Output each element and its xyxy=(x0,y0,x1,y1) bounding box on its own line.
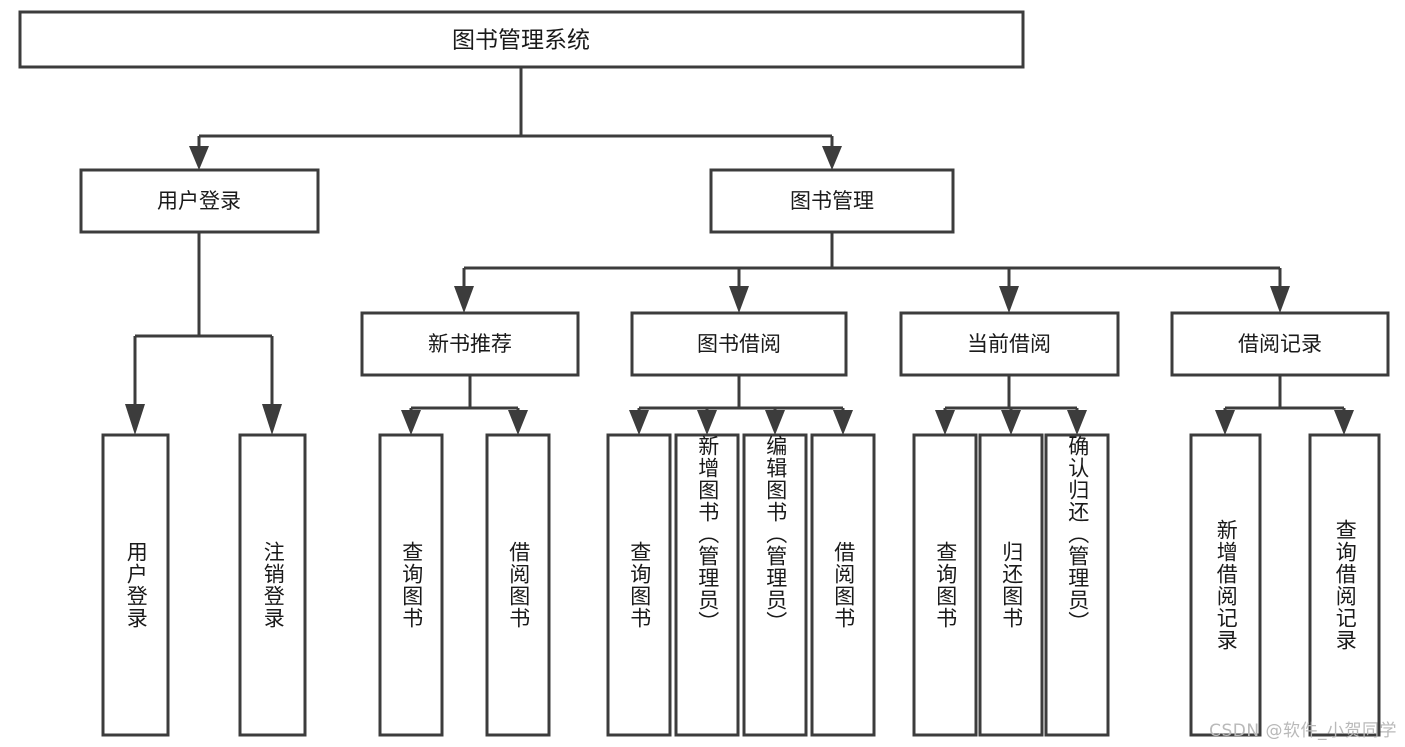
node-borrow-record[interactable]: 借阅记录 xyxy=(1170,311,1390,377)
arrow-cb-leaf-2 xyxy=(1067,410,1087,435)
node-current-borrow[interactable]: 当前借阅 xyxy=(899,311,1120,377)
arrow-nbr-leaf-0 xyxy=(401,410,421,435)
root-box-label: 图书管理系统 xyxy=(452,28,590,54)
leaf-box-user-login[interactable] xyxy=(101,433,170,737)
book-borrow-box-rect xyxy=(630,311,848,377)
arrow-to-new-book-recommend xyxy=(454,286,474,313)
arrow-br-leaf-1 xyxy=(1334,410,1354,435)
book-borrow-box-label: 图书借阅 xyxy=(697,332,781,356)
node-new-book-recommend[interactable]: 新书推荐 xyxy=(360,311,580,377)
leaf-box-logout[interactable] xyxy=(238,433,307,737)
root-box-rect xyxy=(18,10,1025,69)
connector-book-borrow-to-leaves xyxy=(629,375,853,435)
arrow-br-leaf-0 xyxy=(1215,410,1235,435)
arrow-to-book-manage xyxy=(822,146,842,170)
book-manage-box-rect xyxy=(709,168,955,234)
leaf-box-nbr-query-book[interactable] xyxy=(378,433,444,737)
user-login-box-label: 用户登录 xyxy=(157,189,241,213)
current-borrow-box-rect xyxy=(899,311,1120,377)
arrow-bb-leaf-1 xyxy=(697,410,717,435)
leaf-box-br-query-record[interactable] xyxy=(1308,433,1381,737)
leaf-box-cb-return-book[interactable] xyxy=(978,433,1044,737)
node-root-system[interactable]: 图书管理系统 xyxy=(18,10,1025,69)
arrow-to-book-borrow xyxy=(729,286,749,313)
csdn-watermark: CSDN @软件_小贺同学 xyxy=(1209,721,1397,741)
book-manage-box-label: 图书管理 xyxy=(790,189,874,213)
arrow-bb-leaf-0 xyxy=(629,410,649,435)
leaf-box-nbr-borrow-book[interactable] xyxy=(485,433,551,737)
leaf-box-bb-add-book[interactable] xyxy=(674,433,740,737)
arrow-bb-leaf-3 xyxy=(833,410,853,435)
new-book-recommend-box-rect xyxy=(360,311,580,377)
arrow-bb-leaf-2 xyxy=(765,410,785,435)
arrow-to-leaf-logout xyxy=(262,404,282,435)
leaf-box-bb-query-book[interactable] xyxy=(606,433,672,737)
node-user-login[interactable]: 用户登录 xyxy=(79,168,320,234)
borrow-record-box-label: 借阅记录 xyxy=(1238,332,1322,356)
node-book-borrow[interactable]: 图书借阅 xyxy=(630,311,848,377)
arrow-cb-leaf-1 xyxy=(1001,410,1021,435)
leaf-box-bb-edit-book[interactable] xyxy=(742,433,808,737)
leaf-box-br-add-record[interactable] xyxy=(1189,433,1262,737)
connector-root-to-level2 xyxy=(189,67,842,170)
arrow-to-user-login xyxy=(189,146,209,170)
connector-user-login-to-leaves xyxy=(125,232,282,435)
connector-current-borrow-to-leaves xyxy=(935,375,1087,435)
new-book-recommend-box-label: 新书推荐 xyxy=(428,332,512,356)
borrow-record-box-rect xyxy=(1170,311,1390,377)
connector-borrow-record-to-leaves xyxy=(1215,375,1354,435)
arrow-cb-leaf-0 xyxy=(935,410,955,435)
leaf-box-cb-confirm-return[interactable] xyxy=(1044,433,1110,737)
arrow-to-current-borrow xyxy=(999,286,1019,313)
arrow-to-borrow-record xyxy=(1270,286,1290,313)
connector-book-manage-to-level3 xyxy=(454,232,1290,313)
leaf-box-cb-query-book[interactable] xyxy=(912,433,978,737)
current-borrow-box-label: 当前借阅 xyxy=(967,332,1051,356)
connector-new-book-recommend-to-leaves xyxy=(401,375,528,435)
arrow-to-leaf-user-login xyxy=(125,404,145,435)
node-book-manage[interactable]: 图书管理 xyxy=(709,168,955,234)
leaf-box-bb-borrow-book[interactable] xyxy=(810,433,876,737)
arrow-nbr-leaf-1 xyxy=(508,410,528,435)
